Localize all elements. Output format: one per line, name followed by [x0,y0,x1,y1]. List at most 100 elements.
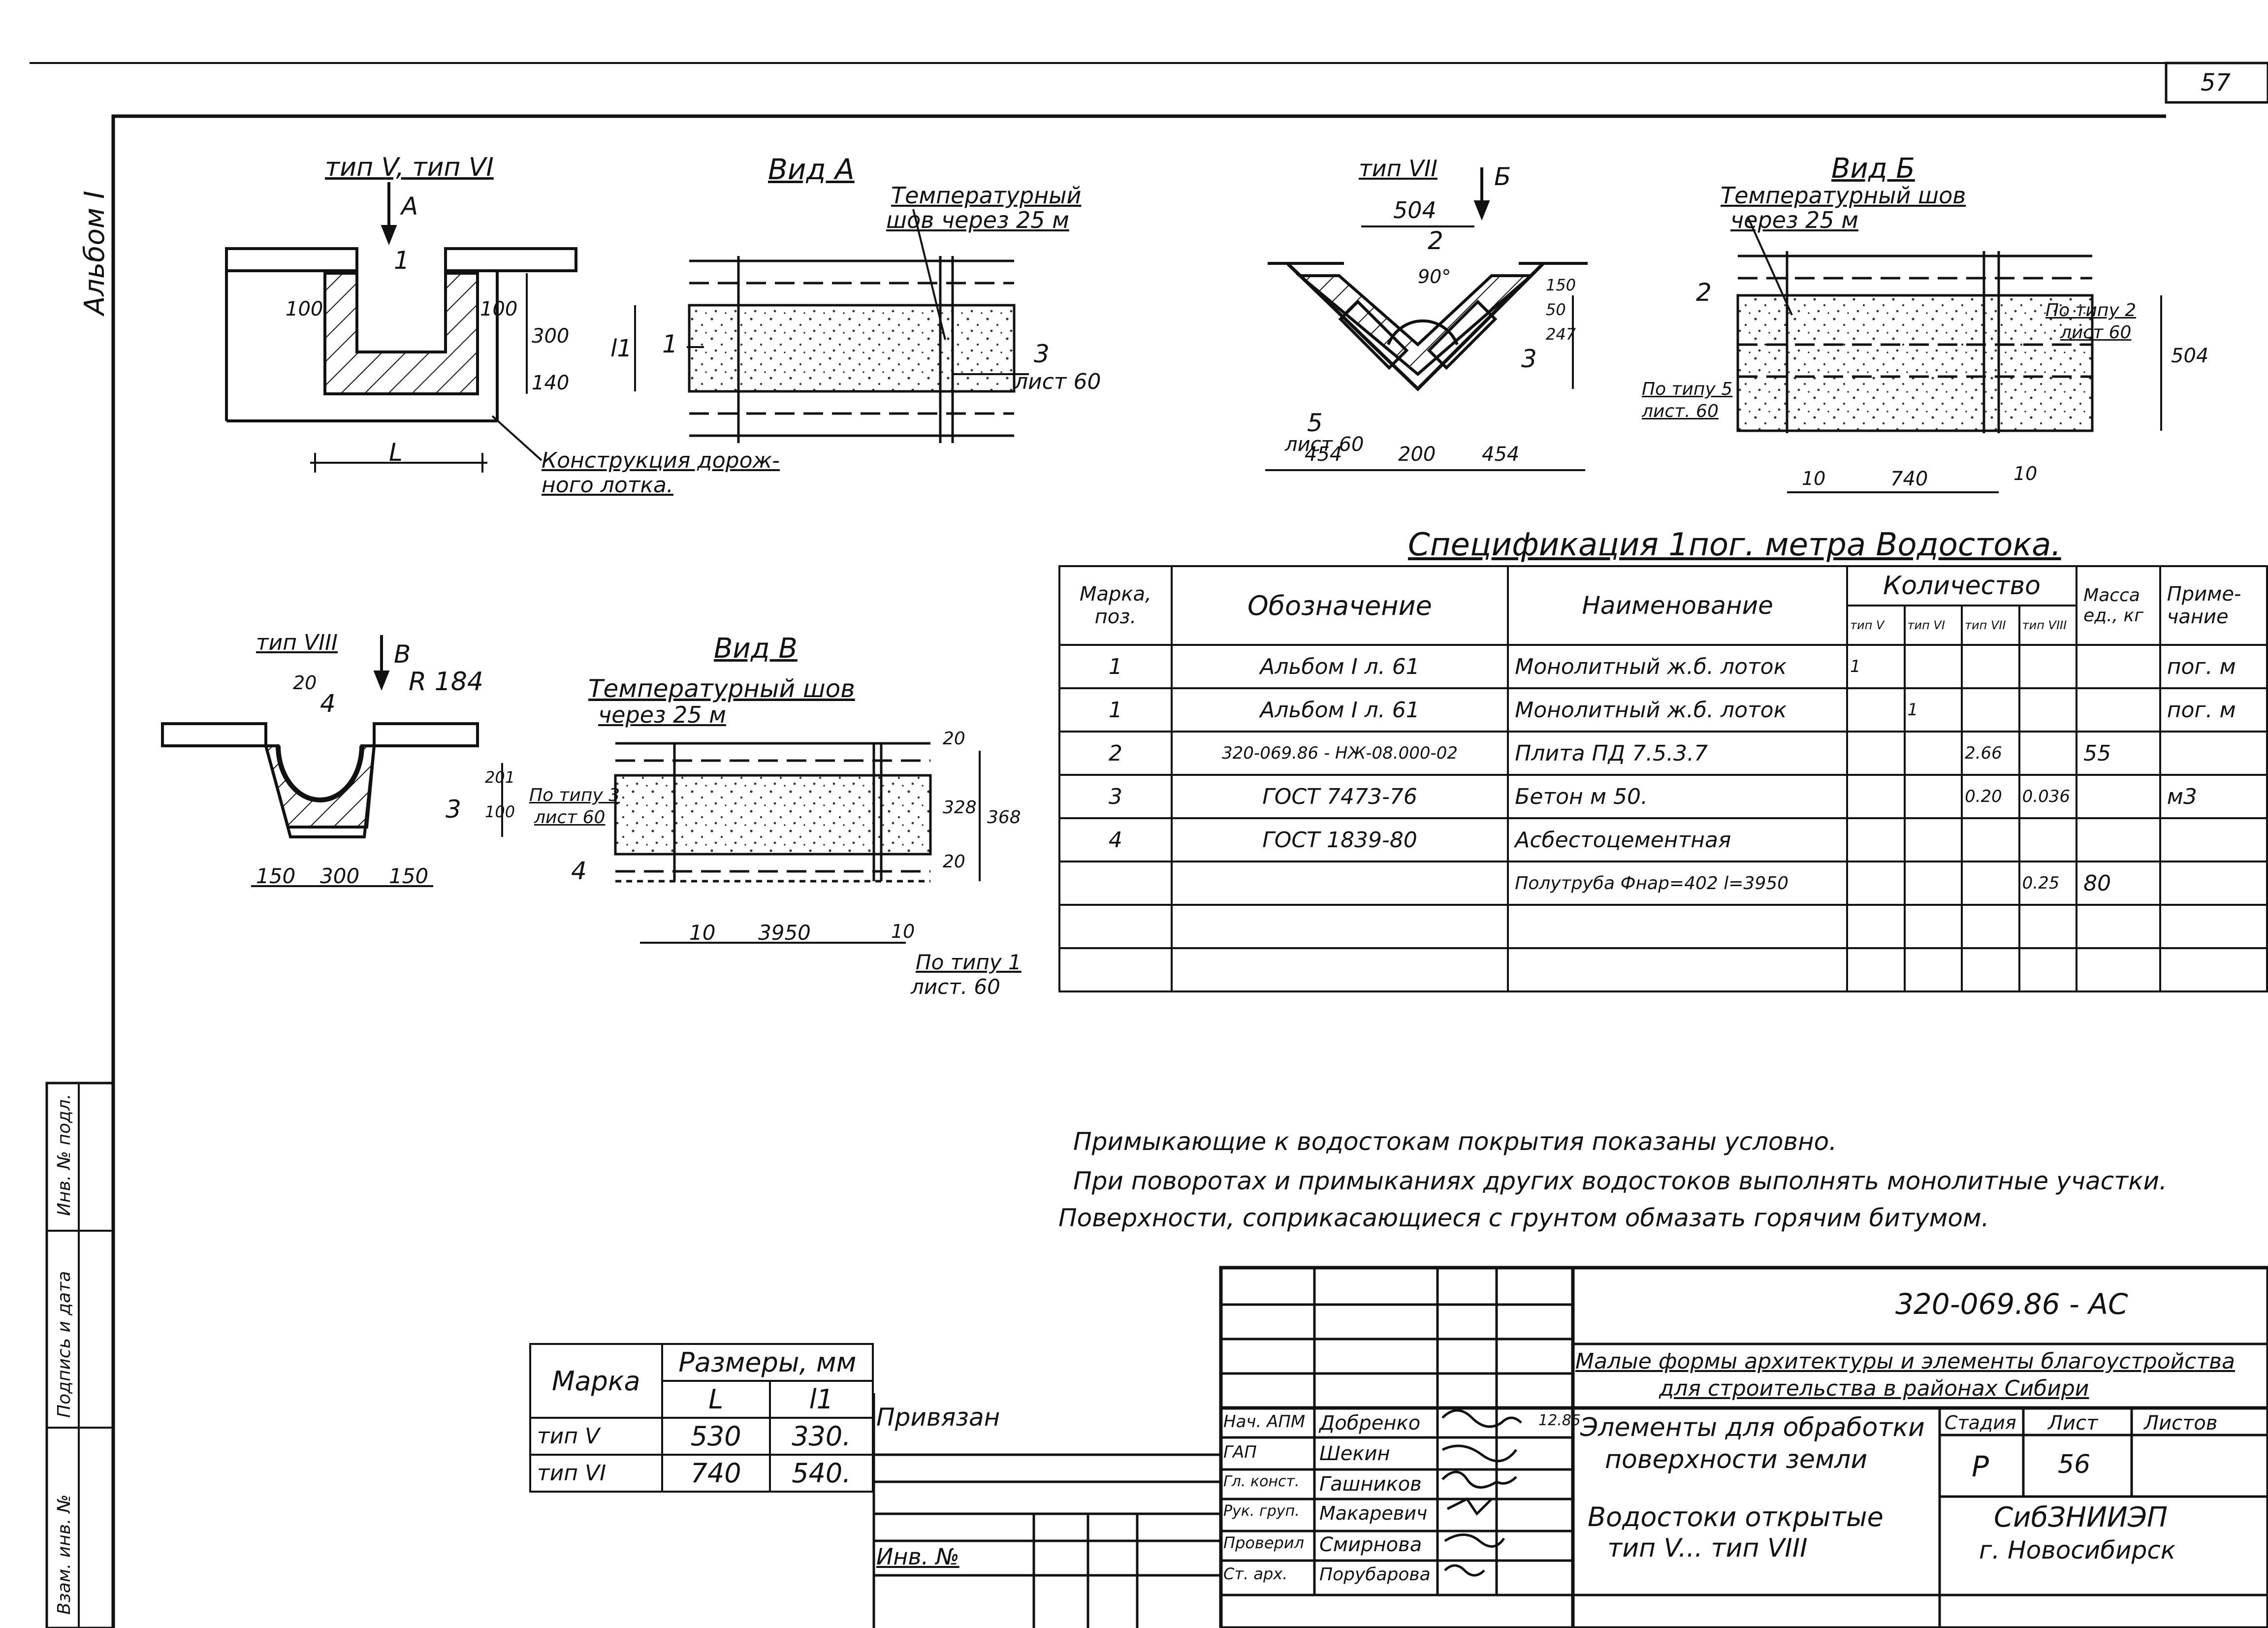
tb-project-2: для строительства в районах Сибири [1659,1376,2089,1401]
spec-cell-note [2159,861,2268,906]
d1-dim-140: 140 [532,372,570,394]
dims-row2-L: 740 [661,1454,771,1493]
spec-cell-q3 [1961,861,2020,906]
tb-date: 12.85 [1538,1412,1581,1429]
d5-title: тип VIII [256,630,338,655]
spec-title: Спецификация 1пог. метра Водостока. [1408,527,2061,563]
d4-note-1: Температурный шов [1721,182,1966,209]
d4-ref-type5-2: лист. 60 [1642,401,1719,421]
d6-title: Вид В [714,633,798,665]
d6-note-1: Температурный шов [588,674,855,703]
d1-note-2: ного лотка. [542,473,673,498]
spec-cell-q1 [1846,817,1906,862]
spec-cell-q4 [2018,947,2078,992]
d1-pos-1: 1 [394,246,410,275]
spec-cell-mark: 2 [1058,731,1173,776]
note-1: Примыкающие к водостокам покрытия показа… [1073,1127,1837,1156]
spec-cell-mark: 1 [1058,687,1173,733]
d5-dim-20: 20 [293,672,317,694]
spec-cell-mass [2076,904,2161,949]
spec-cell-q3 [1961,947,2020,992]
spec-h-quantity: Количество [1846,565,2078,607]
binding-inv: Инв. № [876,1543,959,1570]
spec-cell-mark: 1 [1058,644,1173,689]
d1-title: тип V, тип VI [325,153,494,182]
spec-cell-q3 [1961,817,2020,862]
spec-cell-q4 [2018,817,2078,862]
spec-cell-q3: 0.20 [1961,774,2020,819]
spec-cell-name: Монолитный ж.б. лоток [1507,644,1848,689]
page-number: 57 [2201,69,2231,96]
view-a [634,209,1029,443]
d2-sheet-ref: лист 60 [1014,369,1101,394]
spec-row [1058,904,2268,949]
spec-h-q-type5: тип V [1846,605,1906,646]
d3-pos-3: 3 [1521,345,1537,373]
staff-name-3: Гашников [1319,1473,1422,1496]
staff-name-6: Порубарова [1319,1564,1431,1585]
d6-ref-type3-2: лист 60 [534,807,606,828]
spec-cell-mark [1058,861,1173,906]
spec-cell-mass [2076,644,2161,689]
spec-cell-mark [1058,904,1173,949]
spec-cell-q3 [1961,644,2020,689]
d3-dim-200: 200 [1398,443,1436,466]
spec-cell-name [1507,947,1848,992]
spec-cell-q1 [1846,687,1906,733]
binding-label: Привязан [876,1403,1000,1432]
staff-role-5: Проверил [1223,1533,1305,1552]
d1-dim-300: 300 [532,325,570,348]
spec-cell-q1 [1846,947,1906,992]
spec-h-name: Наименование [1507,565,1848,646]
staff-name-1: Добренко [1319,1412,1421,1435]
spec-cell-designation: ГОСТ 7473-76 [1170,774,1509,819]
spec-cell-note [2159,904,2268,949]
dims-h-mark: Марка [529,1343,663,1419]
spec-cell-name: Плита ПД 7.5.3.7 [1507,731,1848,776]
spec-cell-mass: 80 [2076,861,2161,906]
staff-role-6: Ст. арх. [1223,1564,1288,1583]
d6-ref-type1-1: По типу 1 [916,950,1022,974]
tb-sheet-title-1: Элементы для обработки [1580,1413,1925,1442]
spec-cell-note [2159,731,2268,776]
tb-stage: Р [1972,1450,1989,1483]
d6-pos-4: 4 [571,857,587,885]
d1-dim-100-right: 100 [480,298,518,320]
spec-cell-designation: ГОСТ 1839-80 [1170,817,1509,862]
d3-sheet-ref: лист 60 [1285,433,1364,456]
d2-note-2: шов через 25 м [886,207,1069,233]
d3-dim-150: 150 [1546,276,1576,294]
spec-cell-q2 [1903,861,1963,906]
spec-cell-designation [1170,947,1509,992]
spec-h-q-type7: тип VII [1961,605,2020,646]
tb-sheet: 56 [2058,1450,2091,1479]
d6-dim-20-bottom: 20 [943,852,965,872]
d4-ref-type2-2: лист 60 [2060,322,2132,343]
d3-dim-454-right: 454 [1482,443,1520,466]
staff-role-2: ГАП [1223,1442,1257,1462]
spec-cell-name [1507,904,1848,949]
tb-sheet-h: Лист [2048,1412,2098,1435]
dims-h-l1: l1 [768,1380,874,1419]
spec-cell-note: пог. м [2159,644,2268,689]
spec-cell-name: Асбестоцементная [1507,817,1848,862]
d4-pos-2: 2 [1696,278,1712,307]
spec-cell-q3 [1961,904,2020,949]
spec-cell-q1 [1846,904,1906,949]
d6-dim-368: 368 [987,807,1021,828]
spec-cell-designation [1170,904,1509,949]
spec-cell-mass: 55 [2076,731,2161,776]
spec-cell-designation: Альбом I л. 61 [1170,687,1509,733]
spec-cell-note [2159,947,2268,992]
spec-cell-q3 [1961,687,2020,733]
section-type-8 [161,635,503,887]
spec-cell-q2 [1903,947,1963,992]
tb-drawing-title-2: тип V... тип VIII [1607,1533,1808,1563]
d6-dim-10-right: 10 [891,921,915,942]
d3-dim-504: 504 [1393,197,1437,223]
d5-dim-150-left: 150 [256,864,296,888]
d4-ref-type2-1: По типу 2 [2045,300,2137,320]
